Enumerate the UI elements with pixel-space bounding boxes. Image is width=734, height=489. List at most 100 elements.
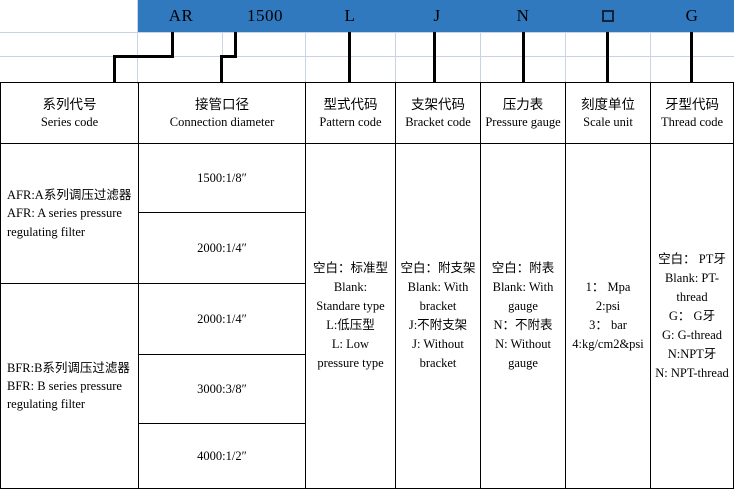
opt-line: L: Low xyxy=(331,337,370,351)
series-en-2: regulating filter xyxy=(7,224,86,239)
header-en: Pressure gauge xyxy=(485,114,561,129)
connector-diameter-tail xyxy=(220,55,223,82)
opt-line: gauge xyxy=(508,356,538,370)
opt-line: 空白：标准型 xyxy=(312,261,388,275)
gridline-v xyxy=(305,0,306,84)
opt-line: gauge xyxy=(508,299,538,313)
header-en: Bracket code xyxy=(405,114,471,129)
code-header-band xyxy=(138,0,734,32)
column-header-thread-code: 牙型代码 Thread code xyxy=(650,82,734,144)
opt-line: 2:psi xyxy=(595,299,621,313)
gridline-v xyxy=(395,0,396,84)
series-cell-bfr: BFR:B系列调压过滤器 BFR: B series pressure regu… xyxy=(0,283,139,489)
missing-glyph-box-icon xyxy=(602,10,614,22)
connector-series-run xyxy=(113,55,174,58)
table-header-row: 系列代号 Series code 接管口径 Connection diamete… xyxy=(0,82,734,144)
column-header-pressure-gauge: 压力表 Pressure gauge xyxy=(480,82,566,144)
connector-diameter-drop xyxy=(234,32,237,58)
opt-line: G： G牙 xyxy=(668,308,716,323)
header-cn: 支架代码 xyxy=(411,96,465,112)
series-en-2: regulating filter xyxy=(7,397,86,412)
model-code-table: 系列代号 Series code 接管口径 Connection diamete… xyxy=(0,82,734,489)
gridline-v xyxy=(480,0,481,84)
series-cn: AFR:A系列调压过滤器 xyxy=(7,188,132,203)
header-cn: 型式代码 xyxy=(323,96,378,112)
thread-code-cell: 空白： PT牙 Blank: PT- thread G： G牙 G: G-thr… xyxy=(650,143,734,489)
opt-line: G: G-thread xyxy=(661,327,723,342)
header-en: Pattern code xyxy=(319,114,382,129)
column-header-pattern-code: 型式代码 Pattern code xyxy=(305,82,396,144)
series-cell-afr: AFR:A系列调压过滤器 AFR: A series pressure regu… xyxy=(0,143,139,284)
table-row: AFR:A系列调压过滤器 AFR: A series pressure regu… xyxy=(0,143,734,489)
table-row: 2000:1/4″ xyxy=(1,212,734,284)
header-cn: 压力表 xyxy=(502,96,544,112)
code-segment-pattern: L xyxy=(344,6,356,25)
opt-line: 1： Mpa xyxy=(585,280,631,294)
connector-series-drop xyxy=(171,32,174,58)
column-header-scale-unit: 刻度单位 Scale unit xyxy=(565,82,651,144)
header-en: Connection diameter xyxy=(169,114,275,129)
header-en: Series code xyxy=(40,114,99,129)
opt-line: J:不附支架 xyxy=(408,318,468,332)
bracket-code-cell: 空白：附支架 Blank: With bracket J:不附支架 J: Wit… xyxy=(395,143,481,489)
diameter-cell: 1500:1/8″ xyxy=(138,143,306,213)
opt-line: N: NPT-thread xyxy=(655,365,729,380)
opt-line: 空白： PT牙 xyxy=(658,251,726,266)
connector-thread-drop xyxy=(690,32,693,82)
connector-pattern-drop xyxy=(348,32,351,82)
code-segment-scale-unit xyxy=(566,0,650,32)
pressure-gauge-cell: 空白：附表 Blank: With gauge N：不附表 N: Without… xyxy=(480,143,566,489)
table-row: BFR:B系列调压过滤器 BFR: B series pressure regu… xyxy=(0,283,734,489)
series-en-1: BFR: B series pressure xyxy=(7,378,122,393)
column-header-series-code: 系列代号 Series code xyxy=(0,82,139,144)
opt-line: pressure type xyxy=(317,356,384,370)
diameter-cell: 2000:1/4″ xyxy=(138,212,306,284)
connector-series-tail xyxy=(113,55,116,82)
connector-pressure-gauge-drop xyxy=(522,32,525,82)
opt-line: Standare type xyxy=(316,299,385,313)
opt-line: thread xyxy=(676,289,708,304)
connector-scale-unit-drop xyxy=(606,32,609,82)
opt-line: 4:kg/cm2&psi xyxy=(572,337,644,351)
table-row: 3000:3/8″ xyxy=(1,354,734,424)
gridline-v xyxy=(222,0,223,84)
header-cn: 刻度单位 xyxy=(581,96,635,112)
opt-line: Blank: With xyxy=(407,280,469,294)
opt-line: 空白：附支架 xyxy=(400,261,476,275)
gridline-h xyxy=(0,32,734,33)
opt-line: N: Without xyxy=(495,337,551,351)
opt-line: bracket xyxy=(419,299,457,313)
opt-line: 空白：附表 xyxy=(491,261,555,275)
code-segment-pressure-gauge: N xyxy=(516,6,530,25)
connector-bracket-drop xyxy=(433,32,436,82)
opt-line: L:低压型 xyxy=(326,318,375,332)
pattern-code-cell: 空白：标准型 Blank: Standare type L:低压型 L: Low… xyxy=(305,143,396,489)
opt-line: N:NPT牙 xyxy=(667,346,717,361)
column-header-connection-diameter: 接管口径 Connection diameter xyxy=(138,82,306,144)
gridline-v xyxy=(137,0,138,84)
header-cn: 牙型代码 xyxy=(665,96,719,112)
opt-line: 3： bar xyxy=(589,318,627,332)
diameter-cell: 3000:3/8″ xyxy=(138,354,306,424)
opt-line: Blank: PT- xyxy=(664,270,720,285)
opt-line: J: Without xyxy=(412,337,464,351)
code-segment-series: AR xyxy=(168,6,194,25)
gridline-v xyxy=(565,0,566,84)
opt-line: Blank: With xyxy=(492,280,554,294)
header-cn: 系列代号 xyxy=(42,96,97,112)
header-en: Scale unit xyxy=(583,114,633,129)
scale-unit-cell: 1： Mpa 2:psi 3： bar 4:kg/cm2&psi xyxy=(565,143,651,489)
diameter-cell: 2000:1/4″ xyxy=(138,283,306,355)
column-header-bracket-code: 支架代码 Bracket code xyxy=(395,82,481,144)
code-segment-bracket: J xyxy=(433,6,441,25)
series-en-1: AFR: A series pressure xyxy=(7,206,122,221)
gridline-h xyxy=(0,56,734,57)
diameter-cell: 4000:1/2″ xyxy=(138,423,306,489)
opt-line: N：不附表 xyxy=(493,318,553,332)
opt-line: bracket xyxy=(419,356,457,370)
code-segment-connection-diameter: 1500 xyxy=(247,6,283,25)
connector-diameter-run xyxy=(220,55,237,58)
gridline-v xyxy=(650,0,651,84)
header-cn: 接管口径 xyxy=(195,96,249,112)
